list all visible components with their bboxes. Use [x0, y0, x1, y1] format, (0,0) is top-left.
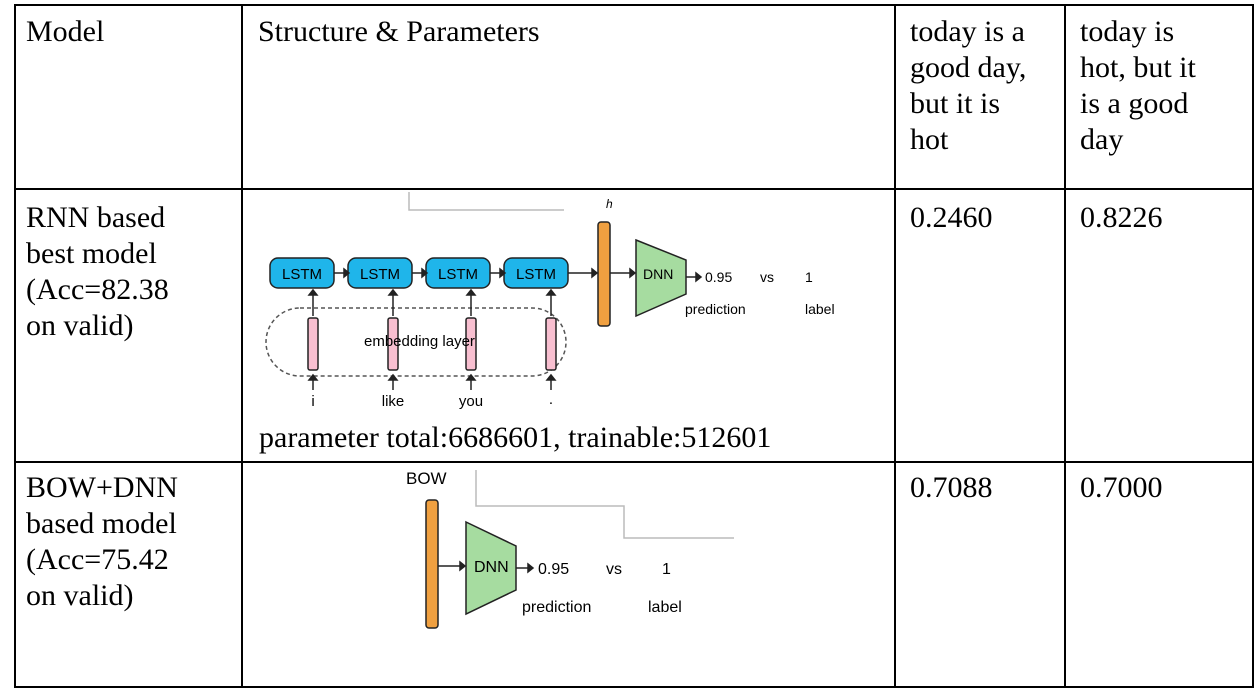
parameter-count: parameter total:6686601, trainable:51260…: [259, 421, 772, 454]
header-sentence-1-line: but it is: [910, 87, 1001, 120]
dnn-block: [635, 238, 687, 318]
bow-architecture-diagram: BOW DNN 0.95 vs 1 prediction label: [406, 469, 734, 629]
label-label: label: [648, 599, 682, 616]
dnn-label: DNN: [643, 266, 673, 282]
col-divider: [1064, 4, 1066, 688]
arrow-icon: [610, 267, 637, 279]
header-model: Model: [26, 15, 105, 48]
vs-text: vs: [606, 561, 622, 578]
model-name-line: based model: [26, 507, 177, 540]
label-value: 1: [662, 561, 671, 578]
lstm-cell: LSTM: [425, 257, 491, 289]
score-sentence-2: 0.8226: [1080, 201, 1163, 234]
embedding-vectors: [307, 317, 557, 371]
header-sentence-1-line: good day,: [910, 51, 1027, 84]
row-divider: [14, 188, 1254, 190]
header-sentence-1-line: today is a: [910, 15, 1025, 48]
header-sentence-1: today is a good day, but it is hot: [910, 14, 1026, 158]
model-name-line: on valid): [26, 309, 134, 342]
embedding-label: embedding layer: [364, 333, 475, 350]
header-sentence-1-line: hot: [910, 123, 949, 156]
model-name-line: on valid): [26, 579, 134, 612]
results-table: Model Structure & Parameters today is a …: [14, 4, 1254, 688]
arrow-icon: [334, 267, 599, 279]
input-word: like: [382, 393, 405, 410]
input-word: i: [311, 393, 314, 410]
header-sentence-2-line: is a good: [1080, 87, 1189, 120]
lstm-cell: LSTM: [347, 257, 413, 289]
header-sentence-2-line: hot, but it: [1080, 51, 1196, 84]
bracket-line: [408, 192, 564, 211]
input-word: .: [549, 391, 553, 408]
lstm-cell: LSTM: [269, 257, 335, 289]
arrow-icon: [307, 288, 557, 316]
dnn-label: DNN: [474, 559, 509, 576]
arrow-icon: [686, 271, 703, 283]
col-divider: [241, 4, 243, 688]
prediction-label: prediction: [522, 599, 591, 616]
model-name-line: RNN based: [26, 201, 166, 234]
dnn-block: [465, 520, 517, 616]
header-sentence-2-line: day: [1080, 123, 1124, 156]
arrow-icon: [307, 373, 557, 390]
embedding-region: [265, 307, 567, 377]
lstm-label: LSTM: [516, 266, 556, 283]
arrow-icon: [516, 562, 535, 574]
lstm-cell: LSTM: [503, 257, 569, 289]
lstm-label: LSTM: [360, 266, 400, 283]
model-name-line: (Acc=82.38: [26, 273, 169, 306]
vs-text: vs: [760, 269, 774, 285]
label-value: 1: [805, 269, 813, 285]
bow-vector-bar: [425, 499, 439, 629]
col-divider: [1252, 4, 1254, 688]
header-sentence-2-line: today is: [1080, 15, 1175, 48]
bow-label: BOW: [406, 469, 447, 488]
prediction-label: prediction: [685, 301, 746, 317]
model-name-line: (Acc=75.42: [26, 543, 169, 576]
model-name-line: BOW+DNN: [26, 471, 178, 504]
prediction-value: 0.95: [705, 269, 732, 285]
lstm-label: LSTM: [282, 266, 322, 283]
col-divider: [14, 4, 16, 688]
label-label: label: [805, 301, 835, 317]
model-name-rnn: RNN based best model (Acc=82.38 on valid…: [26, 200, 169, 344]
header-sentence-2: today is hot, but it is a good day: [1080, 14, 1196, 158]
arrow-icon: [438, 560, 467, 572]
hidden-state-bar: [597, 221, 611, 327]
input-word: you: [459, 393, 483, 410]
model-name-bow: BOW+DNN based model (Acc=75.42 on valid): [26, 470, 178, 614]
row-divider: [14, 461, 1254, 463]
score-sentence-2: 0.7000: [1080, 471, 1163, 504]
bracket-line: [475, 470, 734, 539]
table-border-bottom: [14, 686, 1254, 688]
rnn-architecture-diagram: LSTM LSTM LSTM LSTM h DNN: [265, 192, 835, 410]
score-sentence-1: 0.2460: [910, 201, 993, 234]
lstm-label: LSTM: [438, 266, 478, 283]
hidden-state-label: h: [606, 197, 613, 211]
table-border-top: [14, 4, 1254, 6]
score-sentence-1: 0.7088: [910, 471, 993, 504]
model-name-line: best model: [26, 237, 157, 270]
prediction-value: 0.95: [538, 561, 569, 578]
header-structure: Structure & Parameters: [258, 15, 540, 48]
col-divider: [894, 4, 896, 688]
